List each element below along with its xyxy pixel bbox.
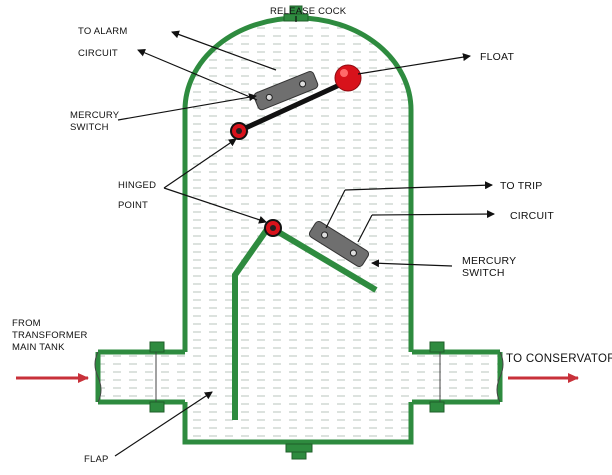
label-float: FLOAT [480,51,514,63]
upper-float-assembly [230,64,362,140]
lower-flap-assembly [232,219,378,420]
label-alarm-circuit: CIRCUIT [78,48,118,59]
upper-mercury-switch [253,71,319,111]
label-to-alarm: TO ALARM [78,26,127,37]
label-to-conservator: TO CONSERVATOR [506,353,612,365]
label-mercury-switch-top-2: SWITCH [70,122,109,133]
leader-lines [114,16,495,457]
label-from-2: TRANSFORMER [12,330,88,341]
float-ball [334,64,362,92]
flap-vane [232,226,271,420]
label-trip-circuit: CIRCUIT [510,210,554,222]
label-hinged: HINGED [118,180,156,191]
label-to-trip: TO TRIP [500,180,542,192]
upper-float-arm [237,79,348,134]
label-mercury-switch-bottom-1: MERCURY [462,255,516,267]
label-from-1: FROM [12,318,41,329]
lower-mercury-switch [308,220,370,268]
label-mercury-switch-bottom-2: SWITCH [462,267,505,279]
label-mercury-switch-top-1: MERCURY [70,110,120,121]
label-point: POINT [118,200,148,211]
trip-arm [273,227,378,293]
label-from-3: MAIN TANK [12,342,65,353]
label-flap: FLAP [84,454,109,465]
relay-housing [182,5,414,460]
label-release-cock: RELEASE COCK [270,6,347,17]
